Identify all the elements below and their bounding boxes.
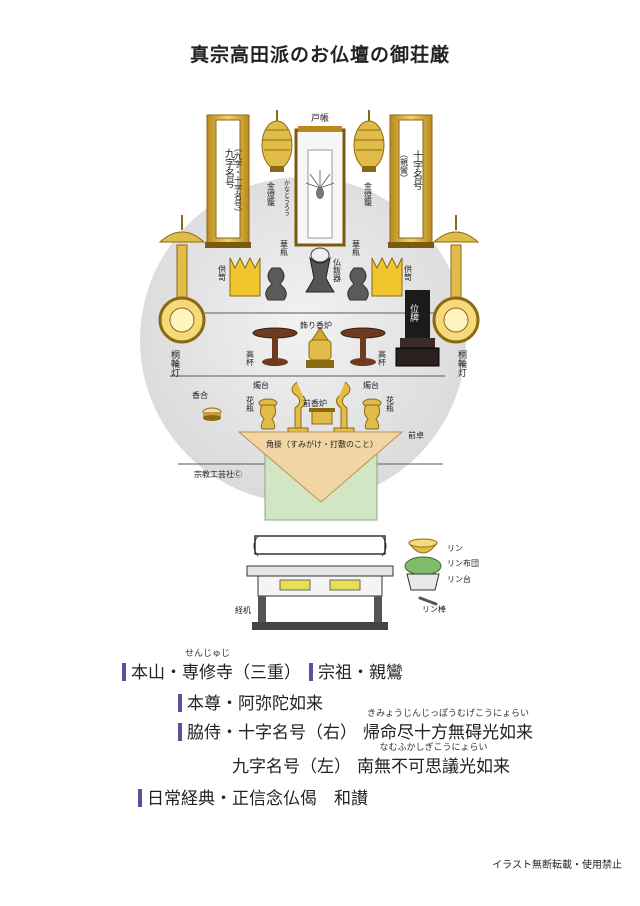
kintoro-left [262, 110, 292, 172]
kebyo2-right-label: 花瓶 [386, 395, 395, 413]
tocho-label: 戸帳 [311, 112, 329, 124]
kebyo-left-label: 華瓶 [280, 239, 289, 257]
takatsuki-right-label: 高杯 [378, 349, 387, 367]
juji-myogo-sub-label: （親鸞） [400, 150, 409, 182]
kebyo-right-label: 華瓶 [352, 239, 361, 257]
ihai-label: 位牌 [408, 303, 419, 323]
mae-shoku-label: 前卓 [408, 430, 424, 440]
kuge-left-label: 供笥 [218, 264, 227, 281]
tourin-left-label: 桐輪灯 [169, 349, 180, 378]
kyoki-label: 経机 [235, 605, 251, 615]
rin-set [405, 539, 441, 604]
buppanki-label: 仏飯器 [333, 258, 342, 283]
kebyo2-right [363, 399, 381, 429]
tourin-right-label: 桐輪灯 [456, 349, 467, 378]
juji-myogo-label: 十字名号 [411, 149, 423, 191]
rin-label: リン [447, 544, 463, 553]
kuge-right-label: 供笥 [404, 264, 413, 281]
rin-bo-label: リン棒 [422, 604, 446, 614]
kintoro-right [354, 110, 384, 172]
copyright-label: 宗教工芸社Ⓒ [194, 469, 242, 479]
central-shrine [296, 126, 344, 245]
kintoro-right-label: 金燈籠 [364, 181, 373, 206]
kyoki-desk [247, 536, 393, 630]
takatsuki-left-label: 高杯 [246, 349, 255, 367]
kebyo2-left [259, 399, 277, 429]
mae-koro [309, 408, 335, 424]
footer-note: イラスト無断転載・使用禁止 [492, 856, 622, 871]
uchishiki-label: 角掛（すみがけ・打敷のこと） [266, 439, 378, 449]
kebyo2-left-label: 花瓶 [246, 395, 255, 413]
kazari-koro-label: 飾り香炉 [300, 320, 332, 330]
kanatoro-label: かなとうろう [283, 180, 290, 216]
kogo-label: 香合 [192, 390, 208, 400]
shokudai-left-label: 燭台 [253, 380, 269, 390]
kintoro-left-label: 金燈籠 [267, 181, 276, 206]
kuji-myogo-sub-label: （九字・十字名号） [234, 144, 243, 216]
shokudai-right-label: 燭台 [363, 380, 379, 390]
mae-koro-label: 前香炉 [303, 398, 327, 408]
rin-futon-label: リン布団 [447, 558, 479, 568]
rin-dai-label: リン台 [447, 574, 471, 584]
kogo [203, 408, 221, 421]
